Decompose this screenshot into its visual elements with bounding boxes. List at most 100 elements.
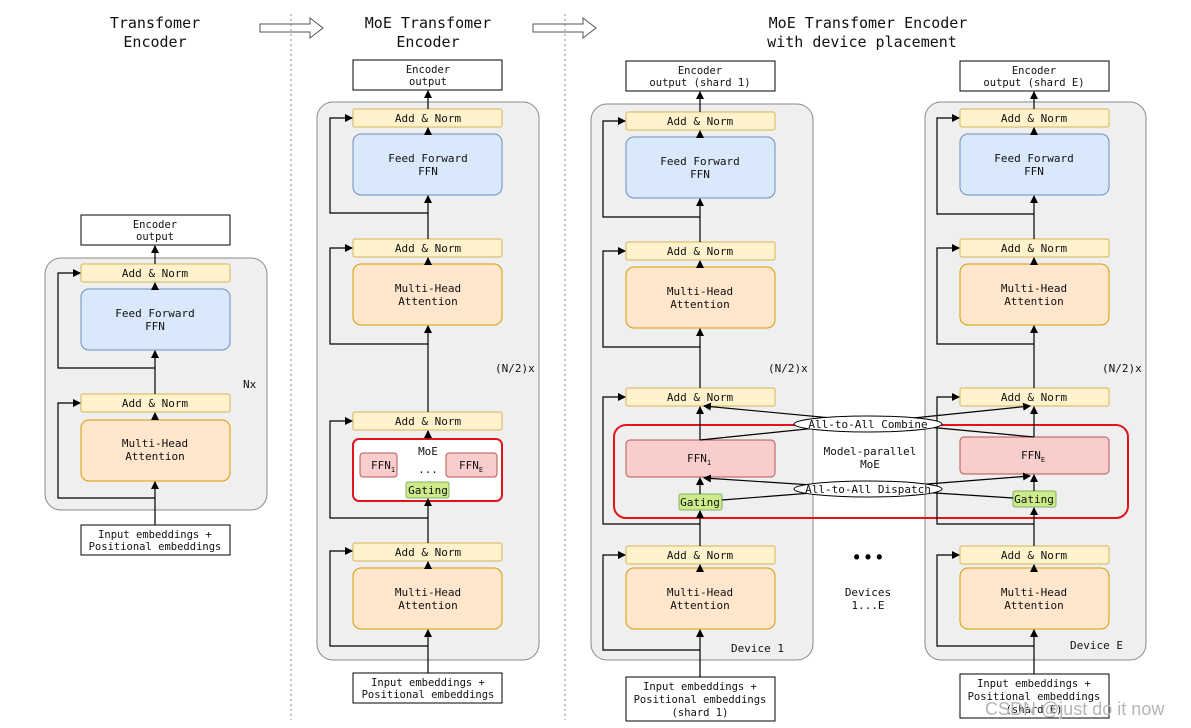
hollow-arrow-1: [259, 16, 324, 40]
device1-output-l2: output (shard 1): [649, 77, 750, 89]
deviceE-input-l1: Input embeddings +: [977, 678, 1091, 690]
devices-label-l1: Devices: [845, 586, 891, 599]
col2-mha-top-l1: Multi-Head: [395, 282, 461, 295]
col2-title-line1: MoE Transfomer: [365, 14, 491, 32]
col1-add-norm-top-label: Add & Norm: [122, 267, 189, 280]
hollow-arrow-2: [532, 16, 597, 40]
col1-encoder-output-l1: Encoder: [133, 219, 177, 231]
deviceE-gating-label: Gating: [1014, 493, 1054, 506]
col2-add-norm-2-label: Add & Norm: [395, 242, 462, 255]
deviceE-add-norm-1-label: Add & Norm: [1001, 112, 1068, 125]
deviceE-ff-l2: FFN: [1024, 165, 1044, 178]
col2-title-line2: Encoder: [396, 33, 459, 51]
col2-encoder-output-box: [352, 59, 503, 91]
deviceE-add-norm-3-label: Add & Norm: [1001, 391, 1068, 404]
devices-label-l2: 1...E: [851, 599, 884, 612]
device1-output-box: [625, 60, 776, 92]
col2-add-norm-4-label: Add & Norm: [395, 546, 462, 559]
deviceE-mha-top-l2: Attention: [1004, 295, 1064, 308]
deviceE-output-l2: output (shard E): [983, 77, 1084, 89]
device1-gating-label: Gating: [680, 496, 720, 509]
device1-mha-top-l1: Multi-Head: [667, 285, 733, 298]
col2-input-box: [352, 672, 503, 704]
deviceE-mha-bottom-l1: Multi-Head: [1001, 586, 1067, 599]
col1-input-box: [80, 524, 231, 556]
device1-arrows: [602, 91, 704, 677]
deviceE-input-l3: (shard E): [1006, 704, 1063, 716]
col2-input-l1: Input embeddings +: [371, 677, 485, 689]
col3-deviceE: Encoder output (shard E) Add & Norm Feed…: [924, 60, 1147, 719]
model-parallel-l1: Model-parallel: [824, 445, 917, 458]
device1-input-l3: (shard 1): [672, 707, 729, 719]
col2-mha-top-l2: Attention: [398, 295, 458, 308]
watermark: CSDN @just do it now: [985, 699, 1165, 719]
col2-n2x-label: (N/2)x: [495, 362, 535, 375]
col1-encoder: Encoder output Add & Norm Feed Forward F…: [44, 214, 268, 556]
col3-title-line2: with device placement: [767, 33, 957, 51]
col1-nx-label: Nx: [243, 378, 257, 391]
device1-ffn1-label: FFN1: [687, 452, 711, 467]
col2-ff-l1: Feed Forward: [388, 152, 467, 165]
device1-input-l1: Input embeddings +: [643, 681, 757, 693]
deviceE-ff-l1: Feed Forward: [994, 152, 1073, 165]
deviceE-add-norm-2-label: Add & Norm: [1001, 242, 1068, 255]
col2-ffnE-box: [445, 452, 498, 478]
device1-add-norm-1-label: Add & Norm: [667, 115, 734, 128]
col2-ff-l2: FFN: [418, 165, 438, 178]
device1-mha-bottom-l2: Attention: [670, 599, 730, 612]
col2-ffn1-label: FFN1: [371, 459, 395, 474]
col2-ffnE-label: FFNE: [459, 459, 483, 474]
col2-input-l2: Positional embeddings: [362, 689, 495, 701]
deviceE-n2x-label: (N/2)x: [1102, 362, 1142, 375]
all-to-all-combine-pill: [793, 415, 943, 433]
deviceE-output-box: [959, 60, 1110, 92]
deviceE-label: Device E: [1070, 639, 1123, 652]
device1-mha-top-l2: Attention: [670, 298, 730, 311]
col1-title-line1: Transfomer: [110, 14, 200, 32]
all-to-all-combine-label: All-to-All Combine: [808, 418, 927, 431]
device1-ff-l1: Feed Forward: [660, 155, 739, 168]
col1-ff-l1: Feed Forward: [115, 307, 194, 320]
col2-encoder: Encoder output Add & Norm Feed Forward F…: [316, 59, 540, 704]
device1-n2x-label: (N/2)x: [768, 362, 808, 375]
col2-moe-label: MoE: [418, 445, 438, 458]
deviceE-add-norm-4-label: Add & Norm: [1001, 549, 1068, 562]
model-parallel-l2: MoE: [860, 458, 880, 471]
device1-add-norm-2-label: Add & Norm: [667, 245, 734, 258]
col2-mha-bottom-l2: Attention: [398, 599, 458, 612]
device1-label: Device 1: [731, 642, 784, 655]
deviceE-ffnE-label: FFNE: [1021, 449, 1045, 464]
deviceE-input-l2: Positional embeddings: [968, 691, 1101, 703]
all-to-all-dispatch-label: All-to-All Dispatch: [805, 483, 931, 496]
col2-ellipsis: ...: [418, 463, 438, 476]
deviceE-input-box: [959, 673, 1110, 719]
col2-ffn1-box: [359, 452, 398, 478]
device1-add-norm-3-label: Add & Norm: [667, 391, 734, 404]
device1-add-norm-4-label: Add & Norm: [667, 549, 734, 562]
col2-add-norm-1-label: Add & Norm: [395, 112, 462, 125]
col3-title-line1: MoE Transfomer Encoder: [769, 14, 968, 32]
col1-mha-l1: Multi-Head: [122, 437, 188, 450]
device1-ff-l2: FFN: [690, 168, 710, 181]
col3-device1: Encoder output (shard 1) Add & Norm Feed…: [590, 60, 814, 722]
col2-add-norm-3-label: Add & Norm: [395, 415, 462, 428]
devices-dots: • • •: [854, 547, 883, 567]
col1-mha-l2: Attention: [125, 450, 185, 463]
col2-gating-label: Gating: [408, 484, 448, 497]
col1-ff-l2: FFN: [145, 320, 165, 333]
col1-add-norm-bottom-label: Add & Norm: [122, 397, 189, 410]
all-to-all-dispatch-pill: [793, 480, 943, 498]
col2-encoder-output-l2: output: [409, 76, 447, 88]
deviceE-mha-bottom-l2: Attention: [1004, 599, 1064, 612]
col2-encoder-output-l1: Encoder: [406, 64, 450, 76]
device1-mha-bottom-l1: Multi-Head: [667, 586, 733, 599]
device1-input-box: [625, 676, 776, 722]
col1-encoder-output-box: [80, 214, 231, 246]
col1-encoder-output-l2: output: [136, 231, 174, 243]
col1-input-l1: Input embeddings +: [98, 529, 212, 541]
device1-input-l2: Positional embeddings: [634, 694, 767, 706]
col1-input-l2: Positional embeddings: [89, 541, 222, 553]
col1-title-line2: Encoder: [123, 33, 186, 51]
deviceE-output-l1: Encoder: [1012, 65, 1056, 77]
